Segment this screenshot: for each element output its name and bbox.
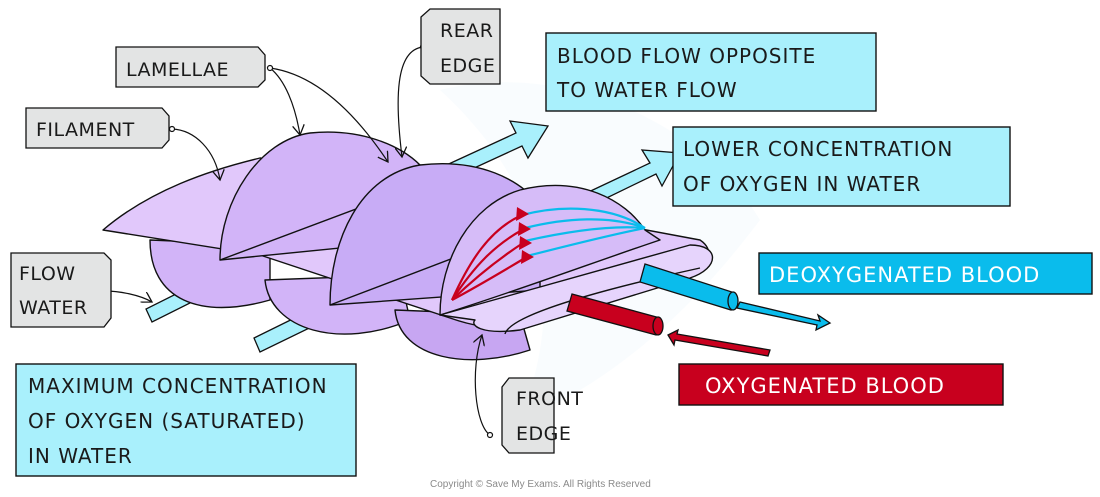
front-edge-pointer <box>475 335 491 436</box>
maximum-concentration-line1: MAXIMUM CONCENTRATION <box>28 374 328 398</box>
rear-edge-label-line2: EDGE <box>440 55 495 77</box>
tag-flow-water: FLOW WATER <box>10 252 112 328</box>
blood-flow-opposite-line2: TO WATER FLOW <box>556 78 738 102</box>
vessel-2-red <box>451 229 523 301</box>
front-edge-label-line1: FRONT <box>516 388 583 410</box>
tag-filament: FILAMENT <box>25 107 170 149</box>
filament-label: FILAMENT <box>36 119 135 141</box>
lamella-blood-vessels <box>450 207 646 301</box>
blood-flow-opposite-line1: BLOOD FLOW OPPOSITE <box>557 44 816 68</box>
filament-pointer <box>171 128 220 180</box>
vessel-1-red <box>450 215 521 301</box>
lower-concentration-line1: LOWER CONCENTRATION <box>683 137 953 161</box>
vessel-4-red <box>451 257 526 301</box>
info-lower-concentration: LOWER CONCENTRATION OF OXYGEN IN WATER <box>672 126 1011 207</box>
vessel-1-blue <box>521 207 646 229</box>
vessel-3-red <box>451 242 524 301</box>
rear-edge-label-line1: REAR <box>440 20 493 42</box>
vessel-4-blue <box>526 226 646 258</box>
lamellae-pointer-2 <box>269 67 388 162</box>
oxygenated-flow-arrow <box>667 328 771 357</box>
maximum-concentration-line2: OF OXYGEN (SATURATED) <box>28 409 306 433</box>
info-oxygenated-blood: OXYGENATED BLOOD <box>678 363 1004 406</box>
vessel-arrowhead-1 <box>516 207 529 221</box>
vessel-3-blue <box>524 226 646 243</box>
oxygenated-blood-label: OXYGENATED BLOOD <box>705 374 945 398</box>
deoxygenated-flow-arrow <box>736 301 832 332</box>
blood-tubes <box>566 263 832 357</box>
vessel-arrowhead-3 <box>519 236 532 250</box>
vessel-arrowhead-2 <box>518 222 531 236</box>
vessel-2-blue <box>524 218 646 230</box>
copyright-text: Copyright © Save My Exams. All Rights Re… <box>430 479 651 490</box>
deoxygenated-blood-label: DEOXYGENATED BLOOD <box>769 263 1040 287</box>
tag-front-edge: FRONT EDGE <box>501 377 583 454</box>
vessel-arrowhead-4 <box>521 250 534 264</box>
rear-edge-pointer <box>398 46 424 157</box>
lamellae-label: LAMELLAE <box>126 59 229 81</box>
info-blood-flow-opposite: BLOOD FLOW OPPOSITE TO WATER FLOW <box>545 32 877 112</box>
info-maximum-concentration: MAXIMUM CONCENTRATION OF OXYGEN (SATURAT… <box>15 363 357 477</box>
flow-water-label-line2: WATER <box>19 297 88 319</box>
flow-water-label-line1: FLOW <box>19 263 76 285</box>
tag-rear-edge: REAR EDGE <box>420 8 501 85</box>
tag-lamellae: LAMELLAE <box>115 46 266 88</box>
maximum-concentration-line3: IN WATER <box>28 444 133 468</box>
lower-concentration-line2: OF OXYGEN IN WATER <box>683 172 921 196</box>
front-edge-label-line2: EDGE <box>516 423 571 445</box>
info-deoxygenated-blood: DEOXYGENATED BLOOD <box>758 252 1093 295</box>
lamellae-pointer-1 <box>269 67 300 135</box>
